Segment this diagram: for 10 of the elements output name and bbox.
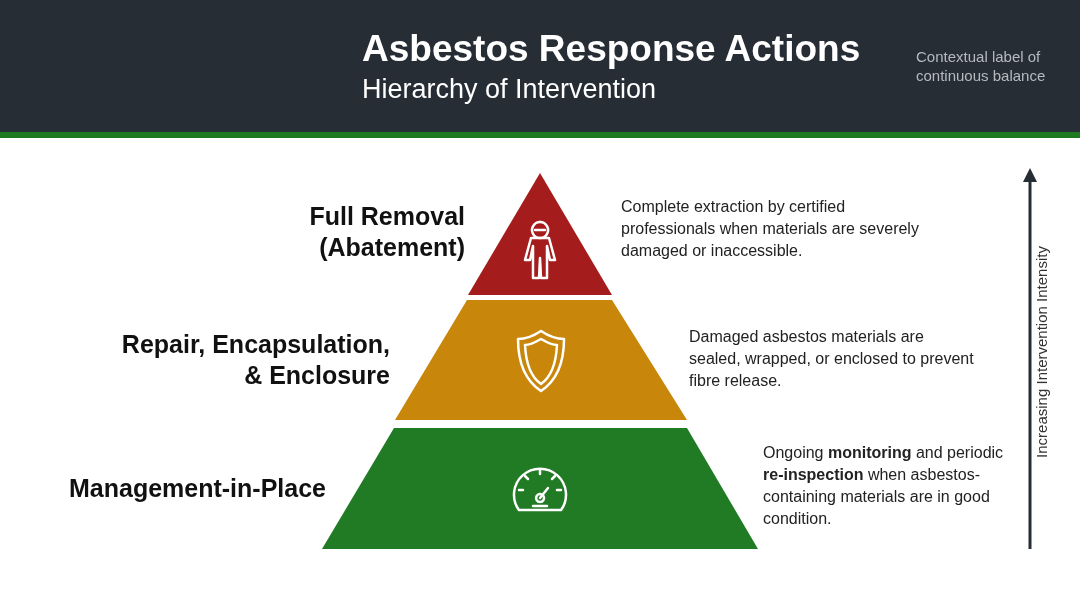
axis-label: Increasing Intervention Intensity [1032, 246, 1050, 458]
tier-description: Damaged asbestos materials are sealed, wrapped, or enclosed to prevent fibre release. [689, 327, 974, 391]
context-note: Contextual label of continuous balance [916, 47, 1047, 85]
tier-heading: Repair, Encapsulation, & Enclosure [120, 329, 390, 391]
tier-description: Complete extraction by certified professionals when materials are severely damaged or inaccessible. [621, 197, 920, 261]
tier-description: Ongoing monitoring and periodic re-inspection when asbestos-containing materials are in good condition. [763, 443, 1005, 529]
subtitle: Hierarchy of Intervention [362, 74, 657, 105]
tier-heading: Full Removal (Abatement) [308, 201, 465, 263]
tier-heading: Management-in-Place [68, 472, 326, 504]
title: Asbestos Response Actions [362, 28, 861, 70]
